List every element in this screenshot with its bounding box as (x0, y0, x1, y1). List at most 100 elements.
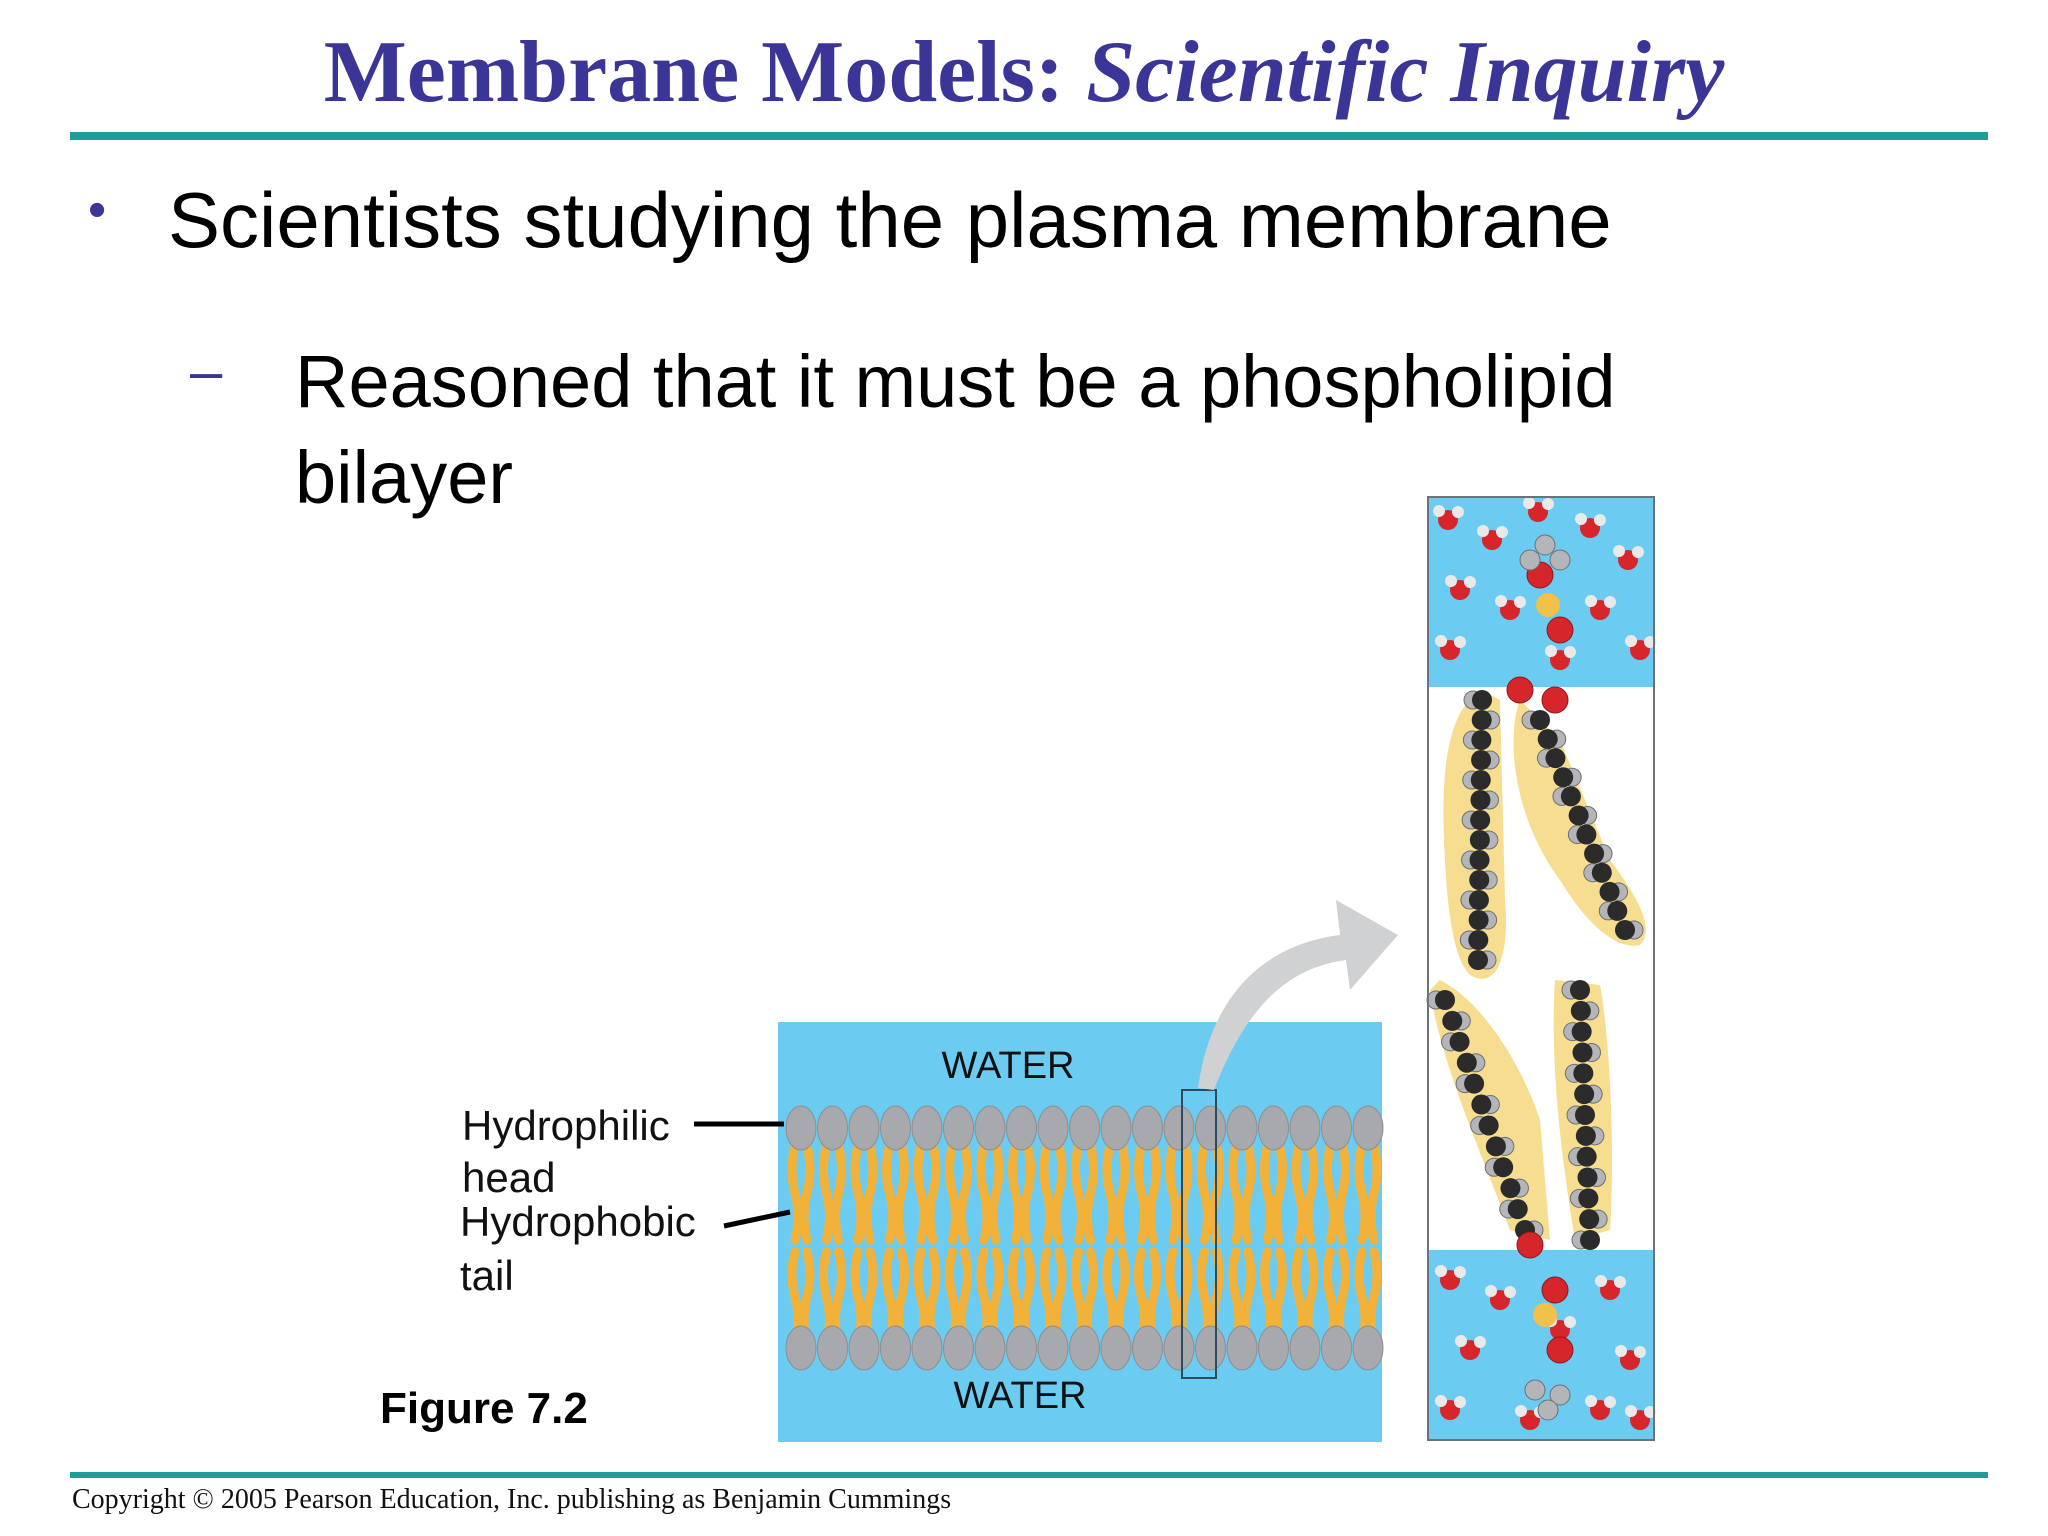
hydrogen-atom (1514, 596, 1526, 608)
head-bottom (1037, 1325, 1069, 1371)
tail-strand (882, 1141, 897, 1245)
tail-strand (1008, 1141, 1023, 1245)
hydrogen-atom (1454, 1266, 1466, 1278)
tail-strand (1197, 1141, 1212, 1245)
hydrogen-atom (1435, 1265, 1447, 1277)
carbon-atom (1435, 990, 1455, 1010)
carbon-atom (1568, 805, 1589, 826)
head-bottom (1258, 1325, 1289, 1371)
tail-strand (976, 1141, 992, 1245)
oxygen-atom (1541, 1276, 1569, 1304)
tail-label: tail (460, 1252, 514, 1299)
head-top (943, 1105, 974, 1151)
carbon-atom (1570, 980, 1590, 1000)
head-atom (1534, 534, 1556, 556)
tail-strand (1323, 1141, 1338, 1245)
hydrogen-atom (1615, 1345, 1627, 1357)
carbon-atom (1472, 690, 1492, 710)
tail-strand (1272, 1141, 1287, 1245)
tail-strand (1134, 1141, 1149, 1245)
phosphorus-atom (1536, 593, 1560, 617)
carbon-atom (1469, 830, 1490, 850)
water-molecules (1433, 497, 1656, 1430)
head-atom (1524, 1379, 1546, 1401)
hydrogen-atom (1515, 1405, 1527, 1417)
figure-label: Figure 7.2 (380, 1384, 588, 1433)
tail-strand (799, 1141, 815, 1245)
head-top (1037, 1105, 1069, 1151)
molecule-halos (1430, 690, 1646, 1240)
head-bottom (1069, 1325, 1100, 1371)
hydrogen-atom (1585, 1395, 1597, 1407)
carbon-atom (1577, 1167, 1598, 1188)
tail-strand (1102, 1141, 1118, 1245)
carbon-atom (1575, 1125, 1596, 1146)
head-bottom (785, 1325, 817, 1371)
carbon-atom (1468, 890, 1489, 910)
hydrogen-atom (1585, 595, 1597, 607)
carbon-atom (1607, 900, 1628, 921)
tail-strand (1354, 1141, 1370, 1245)
hydrogen-atom (1613, 545, 1625, 557)
water-top-label: WATER (942, 1045, 1075, 1087)
head-bottom (1100, 1325, 1132, 1371)
tail-strand (1240, 1141, 1256, 1245)
tail-strand (1083, 1141, 1098, 1245)
head-top (1006, 1105, 1037, 1151)
carbon-atom (1471, 730, 1492, 750)
carbon-atom (1574, 1084, 1595, 1105)
head-top (1195, 1105, 1226, 1151)
head-atom (1549, 549, 1571, 571)
head-top (1226, 1105, 1258, 1151)
title-underline (70, 132, 1988, 140)
carbon-atom (1442, 1010, 1463, 1031)
carbon-atom (1572, 1042, 1593, 1063)
hydrophilic-heads (785, 1105, 1384, 1371)
tail-strand (1020, 1141, 1035, 1245)
tail-strand (1114, 1141, 1130, 1245)
carbon-atom (1478, 1115, 1499, 1136)
head-atom (1537, 1399, 1559, 1421)
hydrogen-atom (1485, 1285, 1497, 1297)
tail-strand (1165, 1141, 1181, 1245)
hydrogen-atom (1435, 635, 1447, 647)
carbon-atom (1464, 1073, 1485, 1094)
hydrogen-atom (1594, 514, 1606, 526)
head-bottom (1321, 1325, 1352, 1371)
hydrogen-atom (1595, 1275, 1607, 1287)
tail-strand (1228, 1141, 1244, 1245)
carbon-atom (1468, 930, 1489, 950)
tail-strand (1039, 1141, 1055, 1245)
carbon-atom (1599, 881, 1620, 902)
tail-strand (925, 1141, 941, 1245)
tail-strand (1291, 1141, 1307, 1245)
carbon-atom (1553, 767, 1574, 788)
head-top (1258, 1105, 1289, 1151)
head-bottom (1289, 1325, 1321, 1371)
zoom-arrow-icon (1198, 900, 1398, 1090)
carbon-atom (1493, 1157, 1514, 1178)
tail-strand (988, 1141, 1004, 1245)
water-bottom-label: WATER (954, 1375, 1087, 1417)
oxygen-atom (1546, 1336, 1574, 1364)
hydrogen-atom (1455, 1335, 1467, 1347)
carbon-atom (1449, 1031, 1470, 1052)
oxygen-atom (1516, 1231, 1544, 1259)
head-top (1069, 1105, 1100, 1151)
carbon-atom (1469, 870, 1490, 890)
carbon-atom (1576, 1146, 1597, 1167)
head-top (1321, 1105, 1352, 1151)
hydrogen-atom (1604, 1396, 1616, 1408)
head-bottom (848, 1325, 880, 1371)
copyright-text: Copyright © 2005 Pearson Education, Inc.… (72, 1484, 952, 1515)
head-atom (1549, 1384, 1571, 1406)
hydrogen-atom (1542, 498, 1554, 510)
tail-strand (1303, 1141, 1319, 1245)
carbon-atom (1570, 1000, 1591, 1021)
tail-strand (862, 1141, 878, 1245)
head-top (974, 1105, 1006, 1151)
head-top (880, 1105, 911, 1151)
carbon-atom (1507, 1199, 1528, 1220)
carbon-atom (1571, 1021, 1592, 1042)
